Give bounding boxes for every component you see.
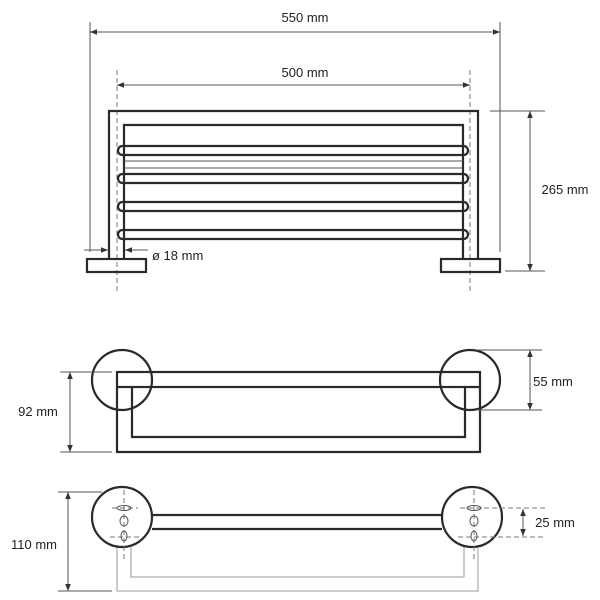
foot-right	[439, 257, 502, 274]
dimension-label-diameter: ø 18 mm	[152, 248, 203, 263]
screw-holes-left	[110, 490, 140, 560]
rosette-right	[440, 485, 504, 549]
foot-left	[85, 257, 148, 274]
screw-hole-icon	[119, 515, 129, 527]
dimension-label-92: 92 mm	[18, 404, 58, 419]
front-view: 550 mm 500 mm ø 18 mm 265 mm	[84, 10, 588, 292]
side-view: 92 mm 55 mm	[18, 348, 573, 454]
dimension-label-265: 265 mm	[542, 182, 589, 197]
screw-hole-icon	[116, 505, 132, 511]
shelf-bar	[115, 370, 482, 389]
screw-holes-right	[458, 490, 545, 560]
shelf-inner-frame	[130, 387, 467, 439]
screw-hole-icon	[469, 515, 479, 527]
dimension-label-550: 550 mm	[282, 10, 329, 25]
dimension-label-55: 55 mm	[533, 374, 573, 389]
screw-hole-icon	[466, 505, 482, 511]
outline-outer	[116, 545, 479, 592]
rail	[116, 172, 470, 185]
screw-hole-icon	[120, 530, 128, 542]
rail	[116, 144, 470, 157]
inner-frame	[122, 123, 465, 259]
rosette-right	[438, 348, 502, 412]
shelf-rails	[116, 144, 470, 241]
screw-hole-icon	[470, 530, 478, 542]
rail	[116, 228, 470, 241]
rosette-left	[90, 485, 154, 549]
dimension-label-25: 25 mm	[535, 515, 575, 530]
dimension-label-110: 110 mm	[11, 537, 57, 552]
rosette-left	[90, 348, 154, 412]
outer-frame	[107, 109, 480, 259]
outline-inner	[130, 545, 465, 578]
dimension-label-500: 500 mm	[282, 65, 329, 80]
bottom-view: 25 mm 110 mm	[11, 485, 575, 592]
rail	[116, 200, 470, 213]
shelf-outer-frame	[115, 387, 482, 454]
